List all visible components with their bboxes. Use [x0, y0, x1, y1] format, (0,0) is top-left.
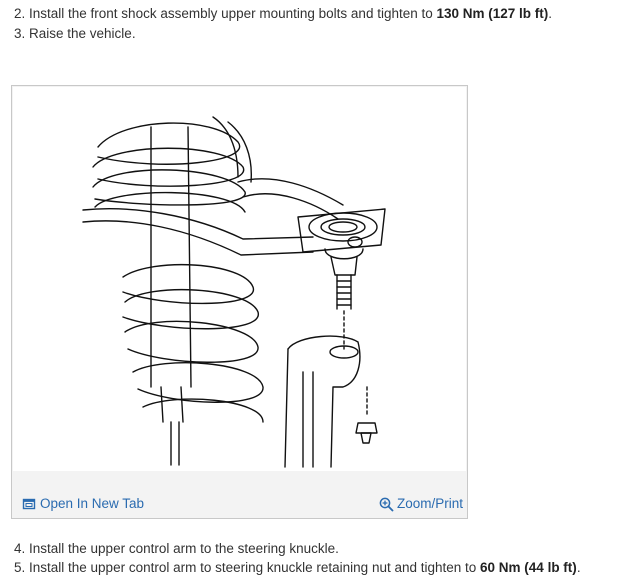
torque-value: 130 Nm (127 lb ft)	[436, 6, 549, 21]
open-in-new-tab-label[interactable]: Open In New Tab	[40, 496, 145, 511]
step-4-text: 4. Install the upper control arm to the …	[14, 541, 339, 556]
zoom-print-label[interactable]: Zoom/Print	[396, 496, 463, 511]
step-5-text: 5. Install the upper control arm to stee…	[14, 560, 581, 575]
zoom-print-link[interactable]: Zoom/Print	[379, 496, 463, 511]
open-in-new-tab-icon	[22, 497, 36, 511]
torque-value: 60 Nm (44 lb ft)	[480, 560, 577, 575]
suspension-illustration	[13, 87, 466, 471]
step-3-text: 3. Raise the vehicle.	[14, 26, 136, 41]
figure-panel: Open In New Tab Zoom/Print	[11, 85, 468, 519]
step-2-text: 2. Install the front shock assembly uppe…	[14, 6, 553, 21]
open-in-new-tab-link[interactable]: Open In New Tab	[22, 496, 144, 511]
zoom-in-icon	[379, 497, 394, 511]
